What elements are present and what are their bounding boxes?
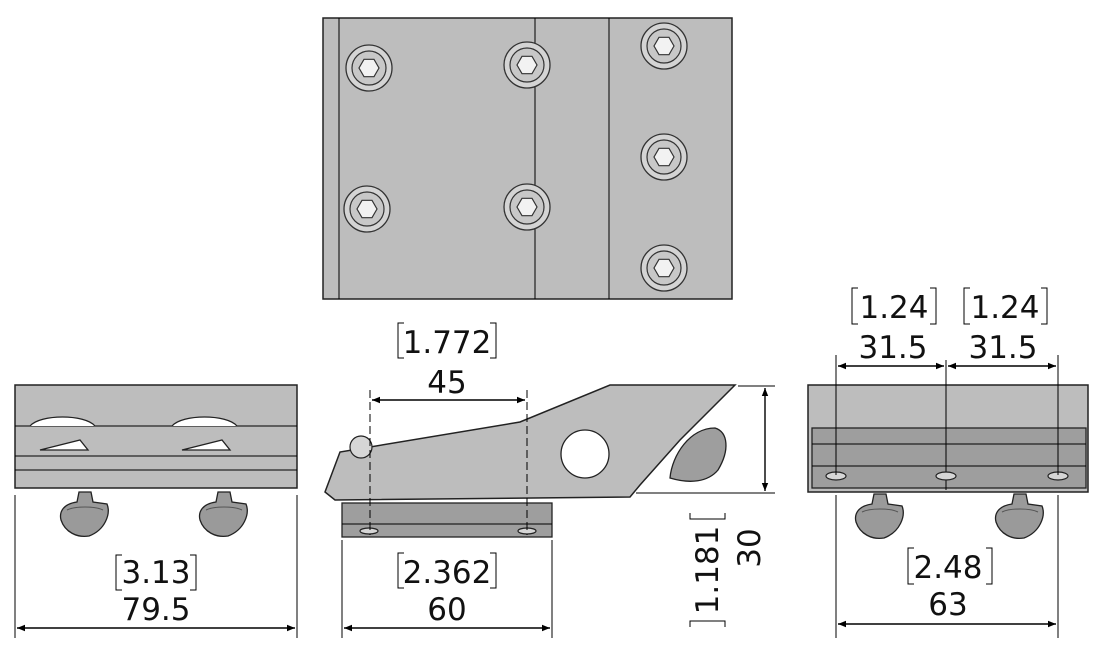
bracket [490,322,497,359]
bracket [689,513,726,520]
dim-front-top-mm: 45 [427,365,466,401]
dim-right-half-right-inch: 1.24 [970,290,1039,326]
hex-socket-screw-icon [640,133,688,181]
t-nut-icon [854,493,904,540]
right-view: 1.24 31.5 1.24 31.5 2.48 63 [807,287,1089,638]
bracket [689,620,726,627]
bracket [986,547,993,585]
left-side-view: 3.13 79.5 [14,384,298,638]
t-nut-icon [994,493,1044,540]
hex-socket-screw-icon [503,183,551,231]
t-nut-icon [198,491,248,538]
bracket [1041,287,1048,325]
dim-side-width-inch: 3.13 [121,555,190,591]
dim-side-width-mm: 79.5 [121,592,190,628]
dim-front-base-inch: 2.362 [403,555,492,591]
dim-front-height-inch: 1.181 [690,526,726,615]
dim-right-half-left-inch: 1.24 [859,290,928,326]
front-view-body [324,384,737,501]
bracket [397,552,404,589]
bracket [397,322,404,359]
dim-front-base-mm: 60 [427,592,466,628]
dim-front-top-inch: 1.772 [403,325,492,361]
bracket [851,287,858,325]
hex-socket-screw-icon [345,44,393,92]
hex-socket-screw-icon [640,22,688,70]
dim-right-half-left-mm: 31.5 [858,330,927,366]
bracket [115,554,122,591]
left-view-slot [171,416,238,427]
bracket [190,554,197,591]
left-view-body [14,384,298,489]
front-view-base-hole [359,527,379,535]
bracket [907,547,914,585]
front-view-screw-head [349,435,373,459]
bracket [490,552,497,589]
left-view-slot [181,439,232,451]
front-view-clamp-jaw [669,427,727,482]
hex-socket-screw-icon [640,244,688,292]
dim-right-width-inch: 2.48 [913,550,982,586]
left-view-slot [39,439,90,451]
hex-socket-screw-icon [343,185,391,233]
left-view-slot [29,416,96,427]
bracket [963,287,970,325]
right-view-hole [935,471,957,481]
hex-socket-screw-icon [503,41,551,89]
bracket [930,287,937,325]
dim-right-width-mm: 63 [928,587,967,623]
dim-right-half-right-mm: 31.5 [968,330,1037,366]
t-nut-icon [59,491,109,538]
front-view-hole [560,429,610,479]
front-view: 1.772 45 2.362 60 1.181 30 [324,322,775,638]
dim-front-height-mm: 30 [732,528,768,567]
top-view [322,17,733,300]
